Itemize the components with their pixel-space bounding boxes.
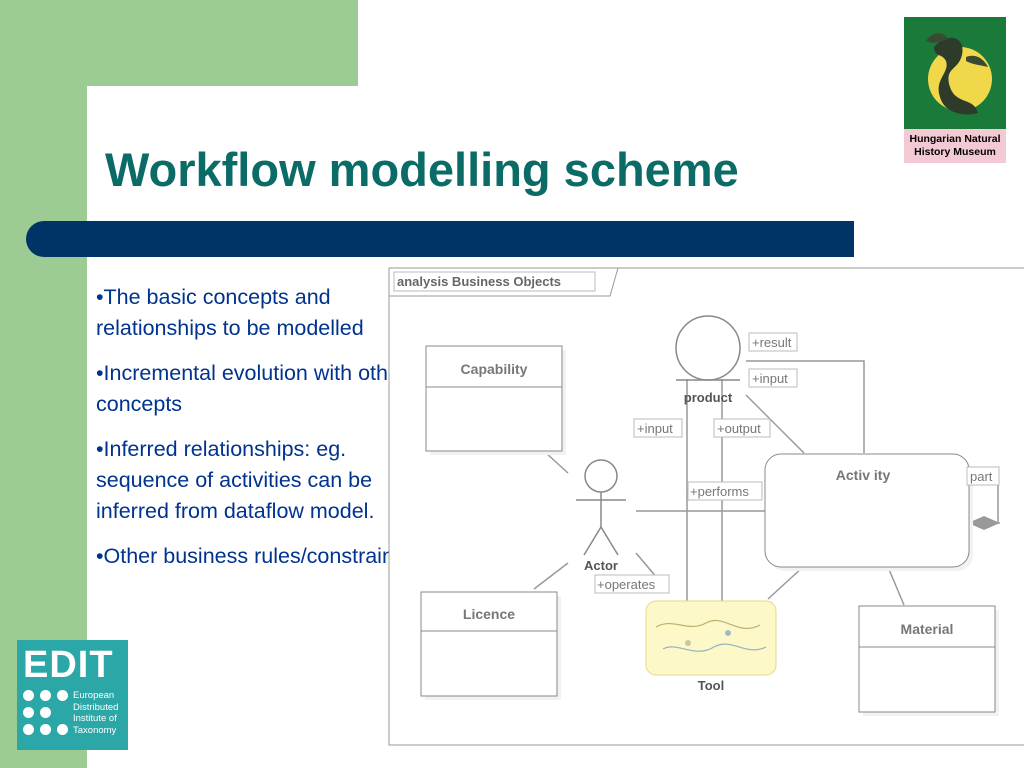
bullet-item: •The basic concepts and relationships to… [96, 285, 364, 340]
dot [23, 707, 34, 718]
class-name: Licence [463, 606, 515, 622]
entity-name: product [684, 390, 733, 405]
activity-node: Activ ity [764, 453, 973, 571]
line-activity-tool [767, 566, 804, 600]
role-labels: +result +input +input +output +performs … [594, 332, 1000, 594]
dot [40, 724, 51, 735]
bullet-list: •The basic concepts and relationships to… [96, 282, 436, 586]
class-name: Material [901, 621, 954, 637]
role-label: +performs [690, 484, 749, 499]
line-capability-actor [545, 452, 569, 474]
museum-logo: Hungarian Natural History Museum [904, 17, 1006, 163]
museum-label-line: Hungarian Natural [909, 133, 1001, 145]
actor-name: Actor [584, 558, 618, 573]
slide-title: Workflow modelling scheme [105, 143, 739, 196]
tool-name: Tool [698, 678, 724, 693]
tool-image-icon [645, 600, 777, 676]
line-actor-licence [533, 562, 569, 590]
lizard-emblem-icon [904, 17, 1006, 129]
class-name: Capability [461, 361, 528, 377]
role-label: part [970, 469, 993, 484]
bullet-item: •Incremental evolution with other concep… [96, 361, 408, 416]
entity-product: product [675, 315, 741, 405]
edit-logo-text-line: Distributed [73, 701, 119, 713]
frame-label: analysis Business Objects [397, 274, 561, 289]
aggregation-diamond-icon [968, 516, 1000, 530]
edit-logo-text-line: Taxonomy [73, 724, 117, 736]
dot [23, 724, 34, 735]
dot [23, 690, 34, 701]
uml-diagram: analysis Business Objects Capability Lic… [388, 267, 1024, 746]
bullet-item: •Other business rules/constraints [96, 544, 411, 568]
title-underline-bar [26, 221, 854, 257]
dot [57, 690, 68, 701]
frame-tab [389, 267, 619, 297]
edit-logo-text: European Distributed Institute of Taxono… [73, 690, 118, 736]
class-capability: Capability [425, 345, 566, 455]
role-label: +input [752, 371, 788, 386]
line-product-activity [745, 394, 805, 454]
edit-logo-text-line: Institute of [73, 713, 117, 724]
edit-logo: EDIT European Distributed Institute of T… [17, 640, 128, 750]
dot [57, 724, 68, 735]
bullet-item: •Inferred relationships: eg. sequence of… [96, 437, 375, 523]
edit-logo-text-line: European [73, 690, 115, 701]
role-label: +result [752, 335, 792, 350]
museum-label-line: History Museum [914, 146, 996, 158]
edit-logo-title: EDIT [23, 644, 114, 686]
green-top-band [0, 0, 358, 86]
dot [40, 690, 51, 701]
line-activity-material [887, 566, 905, 606]
class-licence: Licence [420, 591, 561, 700]
role-label: +output [717, 421, 761, 436]
role-label: +operates [597, 577, 656, 592]
entity-circle-icon [675, 315, 741, 381]
dot [40, 707, 51, 718]
museum-label: Hungarian Natural History Museum [904, 129, 1006, 163]
line-result [746, 360, 865, 453]
frame-label-box [393, 271, 596, 292]
role-label: +input [637, 421, 673, 436]
class-material: Material [858, 605, 999, 716]
actor-stick-figure-icon [576, 459, 626, 556]
activity-name: Activ ity [836, 467, 891, 483]
